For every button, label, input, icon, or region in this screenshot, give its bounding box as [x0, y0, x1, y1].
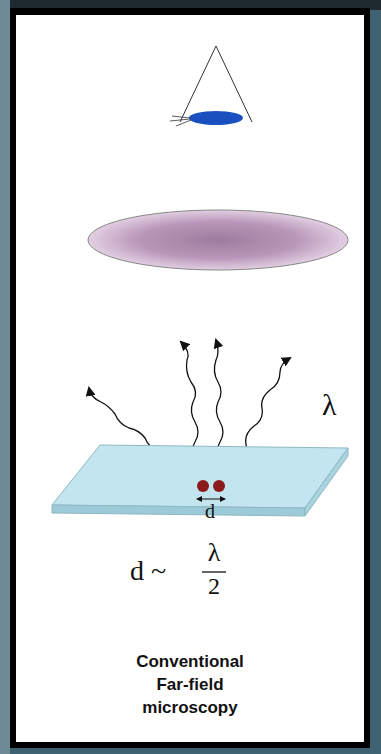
formula-left: d ~ — [130, 556, 166, 587]
eye-outline — [180, 46, 252, 122]
distance-arrow — [197, 499, 225, 500]
panel — [16, 15, 364, 742]
left-strip — [0, 0, 10, 754]
sample-slab — [52, 445, 348, 508]
distance-label: d — [205, 500, 215, 522]
lens — [88, 210, 348, 270]
frame — [10, 8, 370, 748]
formula-denominator: 2 — [208, 573, 220, 599]
wavelength-label: λ — [322, 388, 337, 421]
point-source — [197, 480, 209, 492]
formula-numerator: λ — [208, 539, 221, 568]
caption: Conventional Far-field microscopy — [120, 650, 260, 719]
light-rays — [89, 340, 290, 462]
fraction-bar — [202, 571, 226, 572]
eye-iris — [189, 111, 243, 125]
slab-edge — [52, 505, 305, 516]
slab-side — [305, 448, 348, 516]
point-source — [213, 480, 225, 492]
eye-lashes — [170, 116, 191, 126]
